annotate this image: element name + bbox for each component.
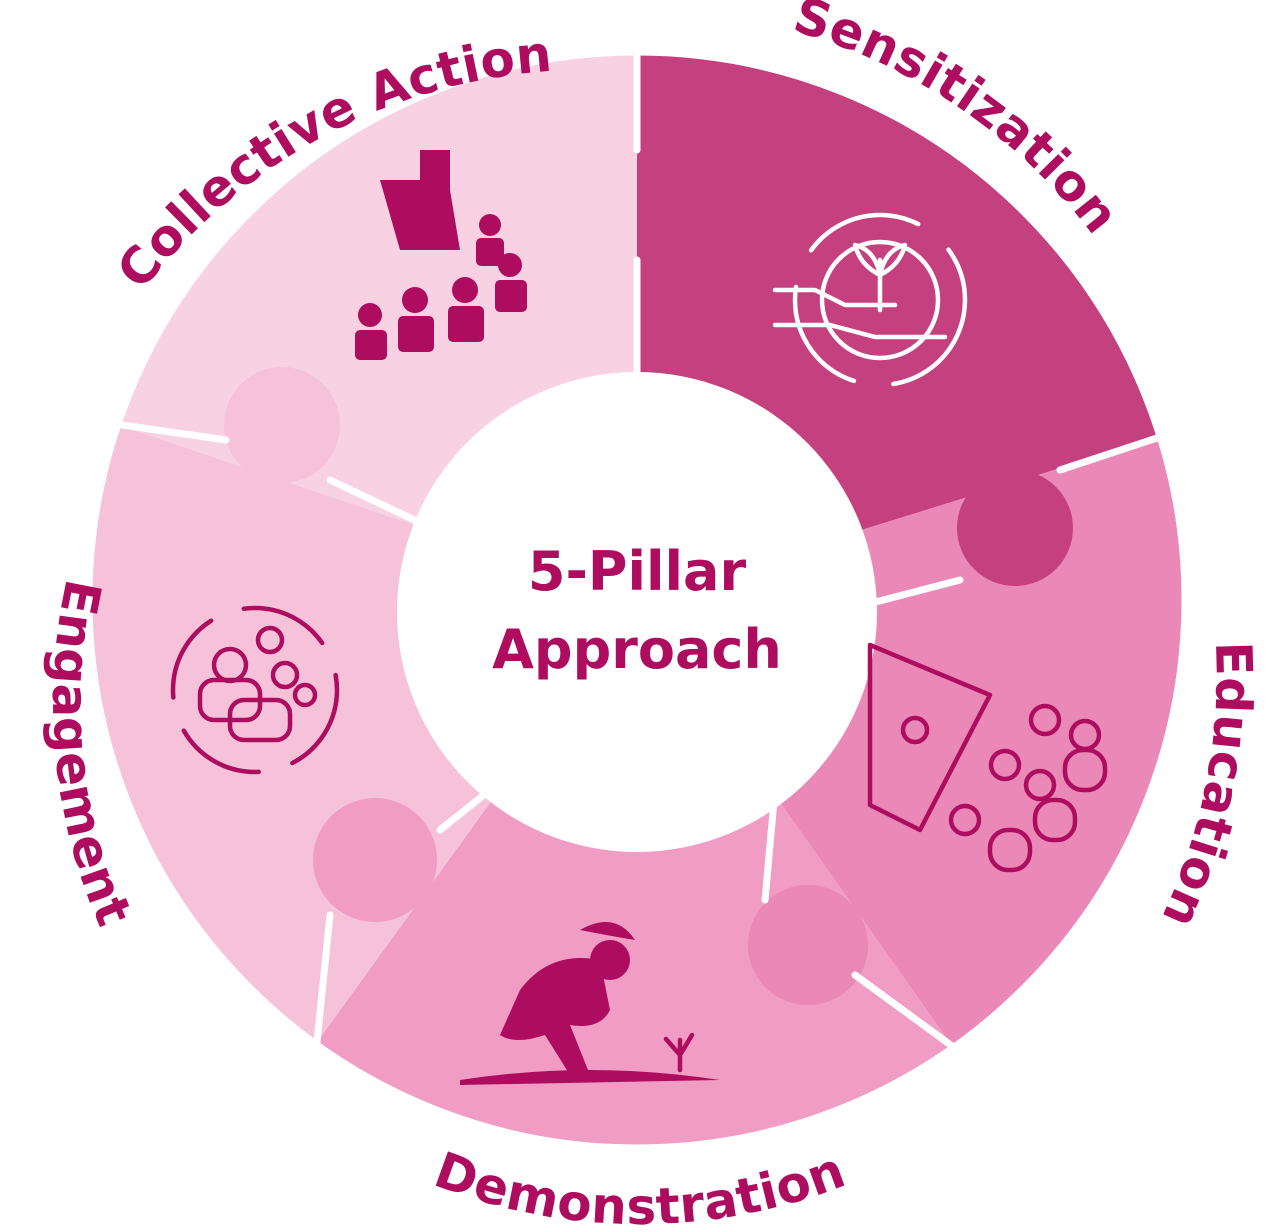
puzzle-tab-sensitization [638, 153, 742, 257]
center-title-line2: Approach [492, 618, 782, 681]
puzzle-tab-sensitization-lower [957, 470, 1073, 586]
puzzle-tab-education [748, 885, 868, 1005]
center-disc [397, 372, 877, 852]
classroom-teacher-icon [867, 642, 1108, 873]
center-title-line1: 5-Pillar [528, 540, 747, 603]
label-demonstration: Demonstration [427, 1141, 852, 1232]
puzzle-tab-engagement [313, 798, 437, 922]
pillar-wedge-demonstration [317, 600, 952, 1147]
puzzle-tab-collective-action [224, 367, 340, 483]
hand-globe-plant-icon [772, 212, 968, 388]
raised-fist-crowd-icon [355, 150, 527, 360]
farmer-planting-icon [460, 922, 720, 1085]
community-cycle-icon [170, 605, 340, 775]
